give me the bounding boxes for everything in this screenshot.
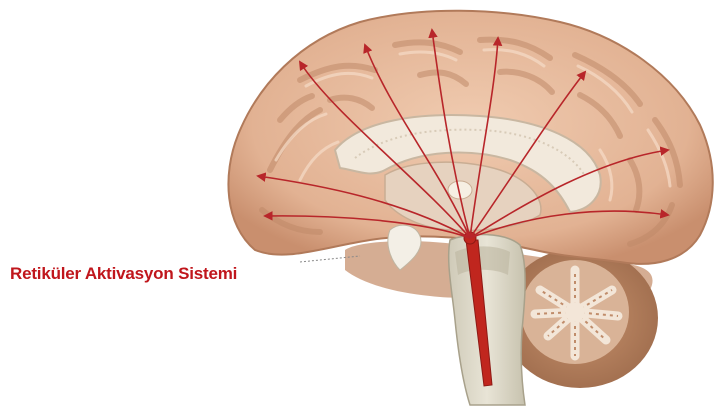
brainstem [449,232,525,405]
reticular-activating-system-label: Retiküler Aktivasyon Sistemi [10,264,237,284]
